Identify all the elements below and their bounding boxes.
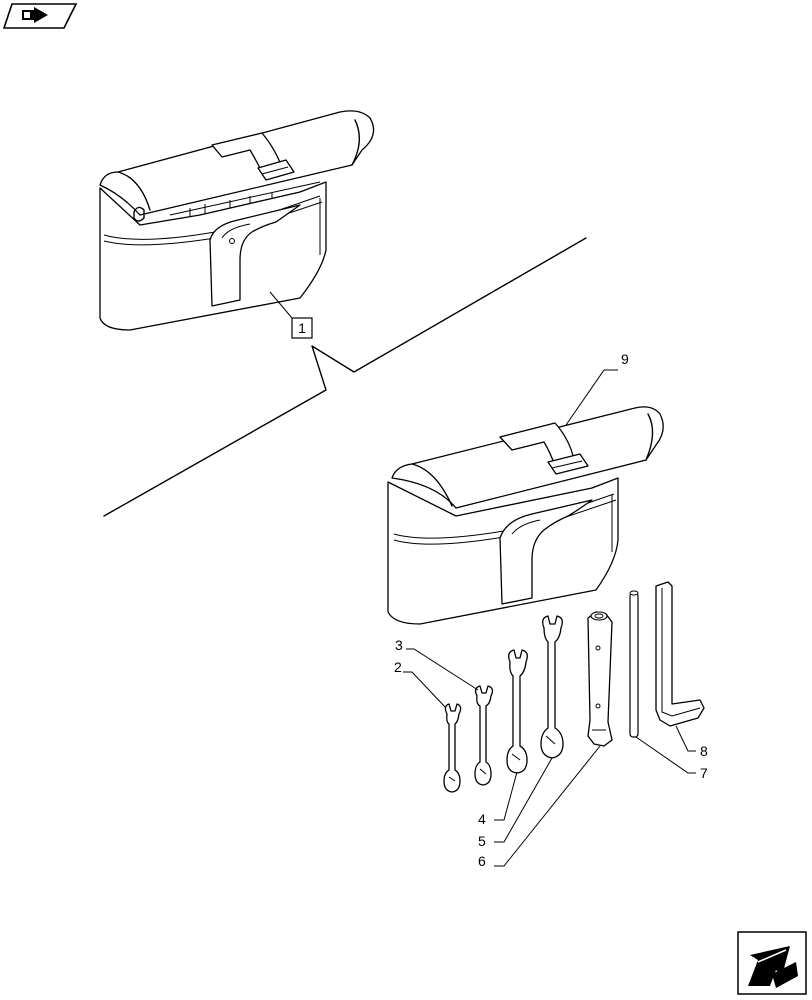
callout-6: 6 [478, 745, 601, 869]
callout-label-4: 4 [478, 811, 486, 827]
tool-roll-open [99, 110, 375, 331]
callout-4: 4 [478, 771, 518, 827]
callout-label-3: 3 [395, 637, 403, 653]
callout-label-6: 6 [478, 853, 486, 869]
callout-label-8: 8 [700, 743, 708, 759]
callout-8: 8 [675, 725, 708, 759]
tool-roll-closed [387, 406, 664, 625]
callout-label-7: 7 [700, 765, 708, 781]
callout-label-9: 9 [621, 351, 629, 367]
wrench-3 [474, 685, 494, 786]
callout-7: 7 [635, 736, 708, 781]
callout-9: 9 [565, 351, 629, 426]
callout-1: 1 [269, 291, 313, 339]
book-arrow-icon[interactable] [2, 3, 78, 29]
tube-socket-6 [587, 611, 613, 747]
rod-7 [629, 590, 639, 738]
callout-5: 5 [478, 757, 553, 849]
next-page-arrow-icon[interactable] [737, 931, 807, 995]
callout-label-5: 5 [478, 833, 486, 849]
separator-line [103, 237, 587, 517]
wrench-5 [540, 615, 564, 759]
hex-key-8 [655, 581, 705, 727]
callout-label-1: 1 [298, 320, 306, 336]
callout-2: 2 [394, 659, 447, 709]
wrench-2 [443, 703, 462, 793]
callout-3: 3 [395, 637, 479, 691]
wrench-4 [506, 649, 528, 774]
callout-label-2: 2 [394, 659, 402, 675]
